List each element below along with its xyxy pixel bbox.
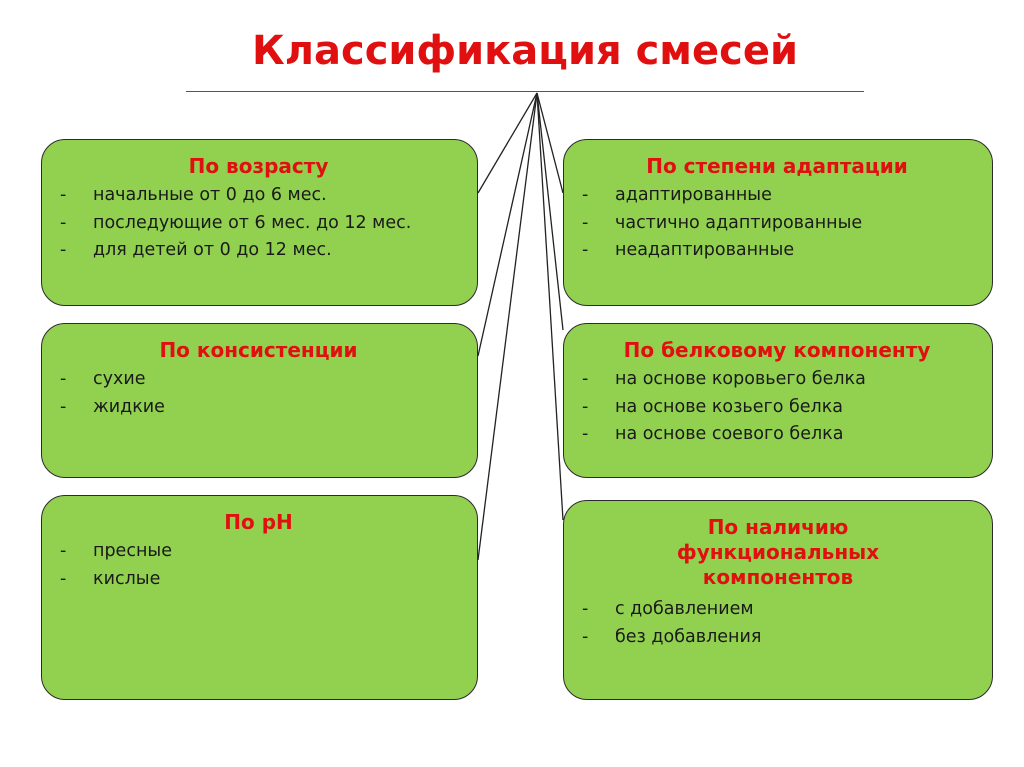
list-consistency: -сухие -жидкие <box>60 366 457 421</box>
list-item: -без добавления <box>582 626 762 647</box>
list-item: -с добавлением <box>582 599 754 619</box>
box-title-adaptation: По степени адаптации <box>646 154 908 178</box>
box-title-ph: По pH <box>224 510 293 534</box>
box-by-age: По возрасту -начальные от 0 до 6 мес. -п… <box>41 139 478 306</box>
box-title-protein: По белковому компоненту <box>623 338 931 362</box>
list-adaptation: -адаптированные -частично адаптированные… <box>582 182 972 265</box>
list-item: -на основе коровьего белка <box>582 369 866 389</box>
connector-functional <box>536 92 564 521</box>
box-by-protein: По белковому компоненту -на основе коров… <box>563 323 993 478</box>
connector-protein <box>536 92 564 331</box>
box-title-consistency: По консистенции <box>159 338 358 362</box>
connector-ph <box>477 92 538 561</box>
list-item: -пресные <box>60 541 172 561</box>
box-by-functional: По наличию функциональных компонентов -с… <box>563 500 993 700</box>
list-item: -жидкие <box>60 396 165 417</box>
diagram-title: Классификация смесей <box>252 28 798 74</box>
list-functional: -с добавлением -без добавления <box>582 596 932 651</box>
box-by-consistency: По консистенции -сухие -жидкие <box>41 323 478 478</box>
box-by-adaptation: По степени адаптации -адаптированные -ча… <box>563 139 993 306</box>
list-item: -кислые <box>60 568 161 589</box>
connector-adaptation <box>536 92 564 194</box>
list-item: -для детей от 0 до 12 мес. <box>60 240 332 260</box>
connector-age <box>477 92 538 194</box>
list-protein: -на основе коровьего белка -на основе ко… <box>582 366 972 449</box>
list-item: -частично адаптированные <box>582 212 863 233</box>
box-title-functional: По наличию функциональных компонентов <box>676 515 880 589</box>
list-item: -неадаптированные <box>582 240 795 260</box>
connector-consistency <box>477 92 538 357</box>
list-item: -на основе соевого белка <box>582 424 844 444</box>
list-age: -начальные от 0 до 6 мес. -последующие о… <box>60 182 457 265</box>
list-ph: -пресные -кислые <box>60 538 457 593</box>
list-item: -начальные от 0 до 6 мес. <box>60 185 327 205</box>
list-item: -последующие от 6 мес. до 12 мес. <box>60 212 412 233</box>
box-title-age: По возрасту <box>188 154 329 178</box>
list-item: -сухие <box>60 369 146 389</box>
list-item: -на основе козьего белка <box>582 396 844 417</box>
box-by-ph: По pH -пресные -кислые <box>41 495 478 700</box>
list-item: -адаптированные <box>582 185 772 205</box>
title-underline <box>186 91 864 92</box>
